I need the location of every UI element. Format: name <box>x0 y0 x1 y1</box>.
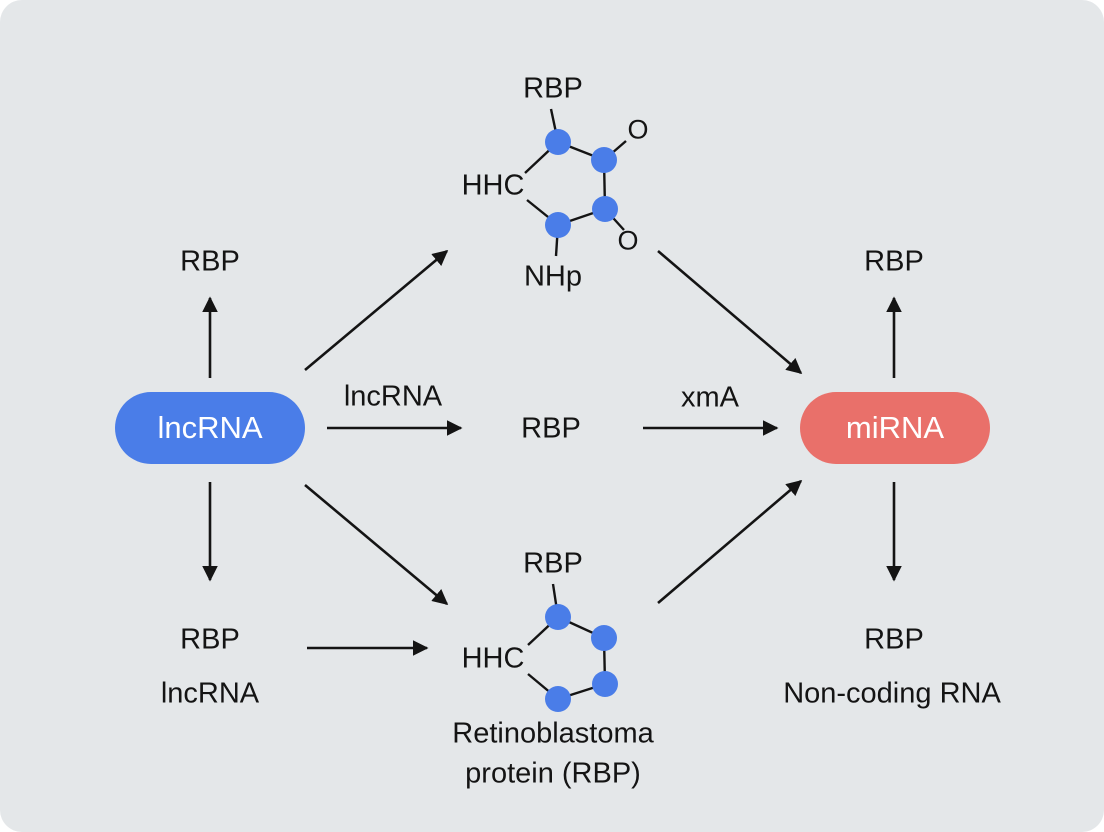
mirna-node-label: miRNA <box>845 410 945 445</box>
atom-icon <box>592 671 618 697</box>
arrow-lncrna-to-top-molecule <box>304 249 449 371</box>
atom-icon <box>545 604 571 630</box>
left-bottom-rbp-label: RBP <box>180 623 240 656</box>
bottom-molecule-caption-line2: protein (RBP) <box>465 757 641 790</box>
atom-icon <box>545 129 571 155</box>
center-rbp-label: RBP <box>521 412 581 445</box>
right-top-rbp-label: RBP <box>864 245 924 278</box>
right-bottom-ncrna-label: Non-coding RNA <box>783 677 1001 710</box>
left-bottom-lncrna-label: lncRNA <box>160 677 260 710</box>
top-molecule-hhc-label: HHC <box>461 169 525 202</box>
top-molecule-rbp-label: RBP <box>523 72 583 105</box>
right-bottom-rbp-label: RBP <box>864 623 924 656</box>
arrow-top-molecule-to-mirna <box>657 250 803 375</box>
center-arrow-label-left: lncRNA <box>343 380 443 413</box>
left-top-rbp-label: RBP <box>180 245 240 278</box>
lncrna-node-label: lncRNA <box>157 410 263 445</box>
atom-icon <box>591 147 617 173</box>
bottom-molecule-hhc-label: HHC <box>461 642 525 675</box>
arrow-lncrna-to-bottom-molecule <box>304 484 449 606</box>
center-arrow-label-right: xmA <box>681 381 739 414</box>
bottom-molecule-caption-line1: Retinoblastoma <box>452 717 654 750</box>
atom-icon <box>545 212 571 238</box>
bottom-molecule-rbp-label: RBP <box>523 547 583 580</box>
top-molecule-oxygen-lower: O <box>617 225 639 256</box>
arrow-bottom-molecule-to-mirna <box>657 479 803 604</box>
atom-icon <box>591 625 617 651</box>
atom-icon <box>592 196 618 222</box>
lncrna-node[interactable]: lncRNA <box>115 392 305 464</box>
top-molecule-nhp-label: NHp <box>523 260 583 293</box>
mirna-node[interactable]: miRNA <box>800 392 990 464</box>
atom-icon <box>545 686 571 712</box>
top-molecule-oxygen-upper: O <box>627 114 649 145</box>
